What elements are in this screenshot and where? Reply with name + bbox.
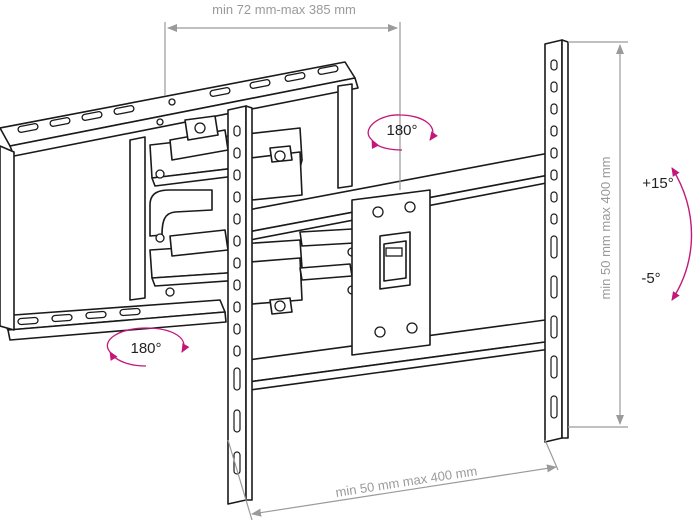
top-rotation-label: 180° [386, 122, 417, 139]
wall-plate [0, 61, 359, 341]
top-width-dimension: min 72 mm-max 385 mm [164, 2, 401, 190]
bottom-width-label: min 50 mm max 400 mm [334, 463, 478, 500]
bottom-rotation-label: 180° [130, 340, 161, 357]
right-height-dimension: min 50 mm max 400 mm [568, 41, 628, 428]
bottom-width-dimension: min 50 mm max 400 mm [227, 439, 559, 521]
top-rotation-annotation: 180° [367, 114, 438, 151]
right-vertical-rail [544, 39, 569, 443]
wall-plate-slots [17, 65, 339, 326]
right-height-label: min 50 mm max 400 mm [598, 156, 613, 299]
tilt-up-label: +15° [642, 175, 673, 192]
tv-plate-holes [372, 201, 418, 338]
bottom-rotation-annotation: 180° [106, 327, 190, 367]
tilt-annotation: +15° -5° [641, 167, 693, 301]
swing-arms [149, 115, 373, 315]
rail-slots [233, 59, 558, 475]
top-width-label: min 72 mm-max 385 mm [212, 2, 356, 17]
tilt-down-label: -5° [641, 270, 660, 287]
